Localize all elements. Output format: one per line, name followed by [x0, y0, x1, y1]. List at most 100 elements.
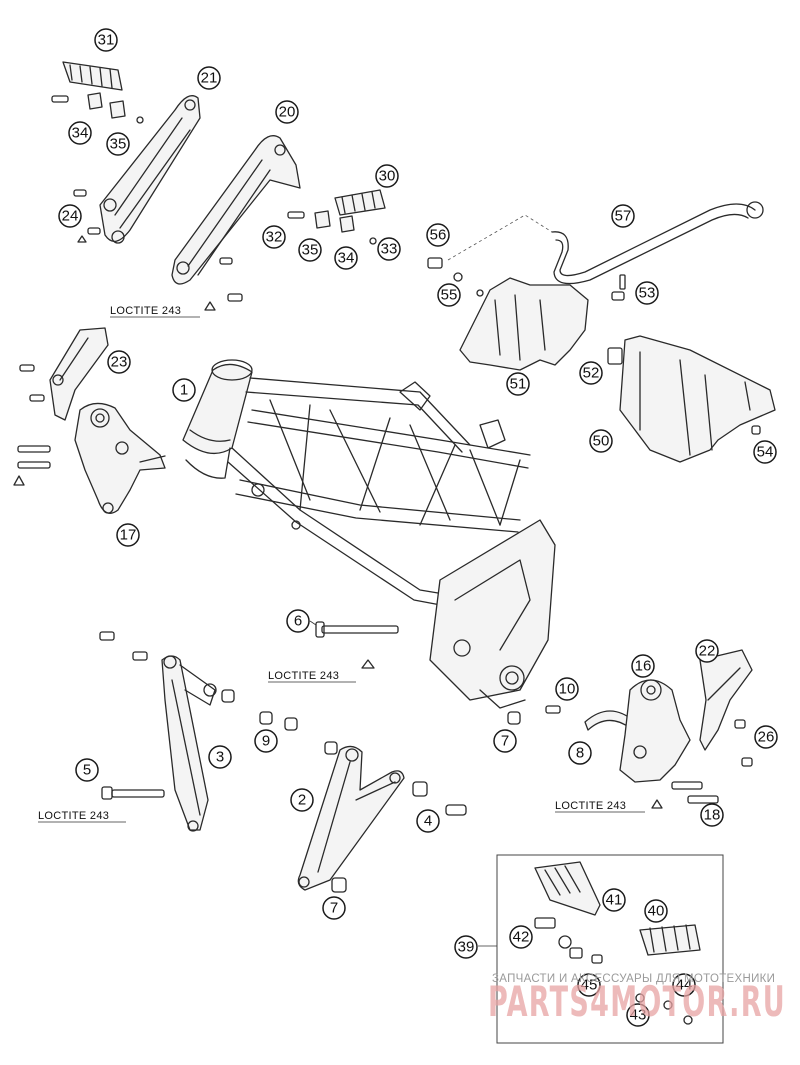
- svg-text:31: 31: [98, 32, 115, 49]
- frame-part-1: [182, 359, 556, 709]
- callout-21: 21: [197, 66, 221, 90]
- svg-text:51: 51: [510, 376, 527, 393]
- svg-text:57: 57: [615, 208, 632, 225]
- bolt-5: [101, 786, 165, 800]
- svg-text:34: 34: [338, 250, 355, 267]
- callout-4: 4: [416, 809, 440, 833]
- svg-text:18: 18: [704, 807, 721, 824]
- svg-text:4: 4: [424, 813, 432, 830]
- loctite-note: LOCTITE 243: [110, 305, 181, 317]
- callout-9: 9: [254, 729, 278, 753]
- swingarm-bolt-6: [315, 621, 399, 669]
- tube-57: [447, 201, 764, 285]
- svg-text:7: 7: [501, 733, 509, 750]
- heel-guard-22: [699, 649, 753, 767]
- svg-text:7: 7: [330, 900, 338, 917]
- svg-text:52: 52: [583, 365, 600, 382]
- passenger-footpeg-31: [62, 61, 123, 91]
- svg-text:45: 45: [581, 977, 598, 994]
- svg-text:43: 43: [630, 1007, 647, 1024]
- svg-text:1: 1: [180, 382, 188, 399]
- callout-1: 1: [172, 378, 196, 402]
- footrest-bracket-16: [619, 679, 691, 783]
- callout-26: 26: [754, 725, 778, 749]
- svg-text:20: 20: [279, 104, 296, 121]
- callout-5: 5: [75, 758, 99, 782]
- lever-2: [297, 745, 405, 891]
- callout-42: 42: [509, 925, 533, 949]
- callout-41: 41: [602, 888, 626, 912]
- nuts-and-bushings: [221, 689, 521, 893]
- svg-text:22: 22: [699, 643, 716, 660]
- svg-text:30: 30: [379, 168, 396, 185]
- svg-text:10: 10: [559, 681, 576, 698]
- callout-7: 7: [322, 896, 346, 920]
- svg-text:8: 8: [576, 745, 584, 762]
- callout-32: 32: [262, 225, 286, 249]
- callout-2: 2: [290, 788, 314, 812]
- svg-text:17: 17: [120, 527, 137, 544]
- callout-39: 39: [454, 935, 478, 959]
- svg-text:40: 40: [648, 903, 665, 920]
- svg-text:35: 35: [302, 242, 319, 259]
- watermark-caption: ЗАПЧАСТИ И АКСЕССУАРЫ ДЛЯ МОТОТЕХНИКИ: [492, 973, 775, 985]
- loctite-note: LOCTITE 243: [555, 800, 626, 812]
- svg-text:41: 41: [606, 892, 623, 909]
- callout-35: 35: [106, 132, 130, 156]
- clip-52: [607, 347, 761, 435]
- callout-54: 54: [753, 440, 777, 464]
- callout-57: 57: [611, 204, 635, 228]
- svg-text:21: 21: [201, 70, 218, 87]
- loctite-note: LOCTITE 243: [38, 810, 109, 822]
- bolts-17: [13, 364, 51, 486]
- bolts-18: [651, 781, 719, 809]
- svg-text:5: 5: [83, 762, 91, 779]
- svg-text:26: 26: [758, 729, 775, 746]
- passenger-footpeg-bracket-right-20: [171, 135, 301, 285]
- loctite-note: LOCTITE 243: [268, 670, 339, 682]
- callout-16: 16: [631, 654, 655, 678]
- passenger-footpeg-bracket-left-21: [99, 95, 201, 244]
- callout-3: 3: [208, 745, 232, 769]
- callout-24: 24: [58, 204, 82, 228]
- cover-50: [619, 335, 776, 463]
- callout-56: 56: [426, 223, 450, 247]
- footpeg-kit-39: [478, 854, 724, 1044]
- svg-text:54: 54: [757, 444, 774, 461]
- svg-text:2: 2: [298, 792, 306, 809]
- svg-text:39: 39: [458, 939, 475, 956]
- small-hardware: [51, 92, 377, 311]
- callout-43: 43: [626, 1003, 650, 1027]
- bracket-51: [459, 277, 589, 371]
- callout-33: 33: [377, 237, 401, 261]
- svg-text:35: 35: [110, 136, 127, 153]
- callout-6: 6: [286, 609, 310, 633]
- callout-44: 44: [672, 973, 696, 997]
- svg-text:50: 50: [593, 433, 610, 450]
- callout-10: 10: [555, 677, 579, 701]
- bolts-top-3: [99, 631, 148, 661]
- svg-text:6: 6: [294, 613, 302, 630]
- strut-3: [161, 655, 217, 832]
- callout-55: 55: [437, 283, 461, 307]
- footrest-bracket-17: [74, 402, 166, 514]
- callout-20: 20: [275, 100, 299, 124]
- svg-text:32: 32: [266, 229, 283, 246]
- passenger-footpeg-30: [334, 189, 386, 216]
- svg-text:53: 53: [639, 285, 656, 302]
- callout-34: 34: [334, 246, 358, 270]
- svg-text:42: 42: [513, 929, 530, 946]
- watermark-brand: PARTS4MOTOR.RU: [488, 977, 786, 1026]
- callout-53: 53: [635, 281, 659, 305]
- callout-52: 52: [579, 361, 603, 385]
- svg-text:55: 55: [441, 287, 458, 304]
- callout-31: 31: [94, 28, 118, 52]
- svg-text:3: 3: [216, 749, 224, 766]
- callout-50: 50: [589, 429, 613, 453]
- callout-35: 35: [298, 238, 322, 262]
- callout-30: 30: [375, 164, 399, 188]
- callout-7: 7: [493, 729, 517, 753]
- svg-text:24: 24: [62, 208, 79, 225]
- svg-text:34: 34: [72, 125, 89, 142]
